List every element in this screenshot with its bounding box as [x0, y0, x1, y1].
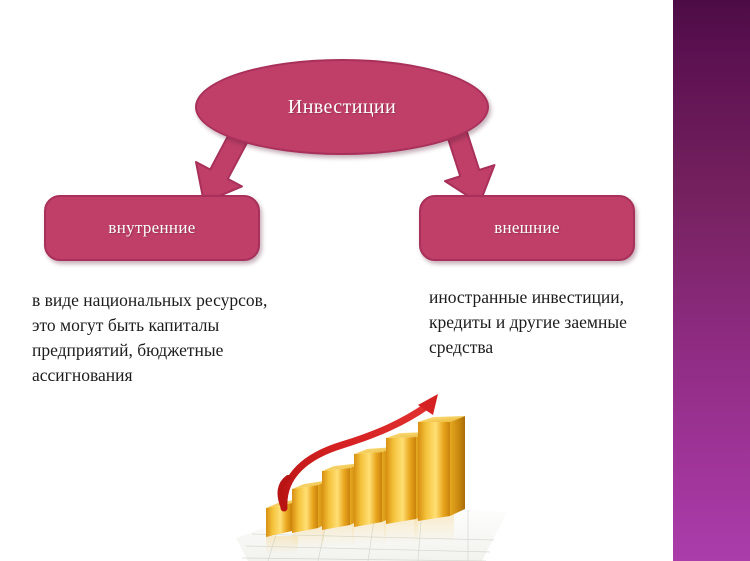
description-external: иностранные инвестиции, кредиты и другие…: [429, 287, 627, 357]
diagram-root-label: Инвестиции: [287, 95, 397, 118]
description-internal: в виде национальных ресурсов, это могут …: [32, 290, 268, 385]
diagram-node-external: внешние: [419, 195, 635, 261]
trend-arrow-icon: [277, 394, 438, 512]
right-gradient-band: [673, 0, 750, 561]
growth-bar-chart-image: [222, 388, 507, 561]
diagram-node-internal: внутренние: [44, 195, 260, 261]
connector-arrow-left: [178, 127, 262, 208]
connector-arrow-right: [424, 125, 508, 208]
diagram-node-internal-label: внутренние: [108, 218, 196, 237]
diagram-node-external-label: внешние: [494, 218, 560, 237]
diagram-root-node: Инвестиции: [195, 59, 489, 155]
chart-bar-6: [418, 416, 465, 521]
